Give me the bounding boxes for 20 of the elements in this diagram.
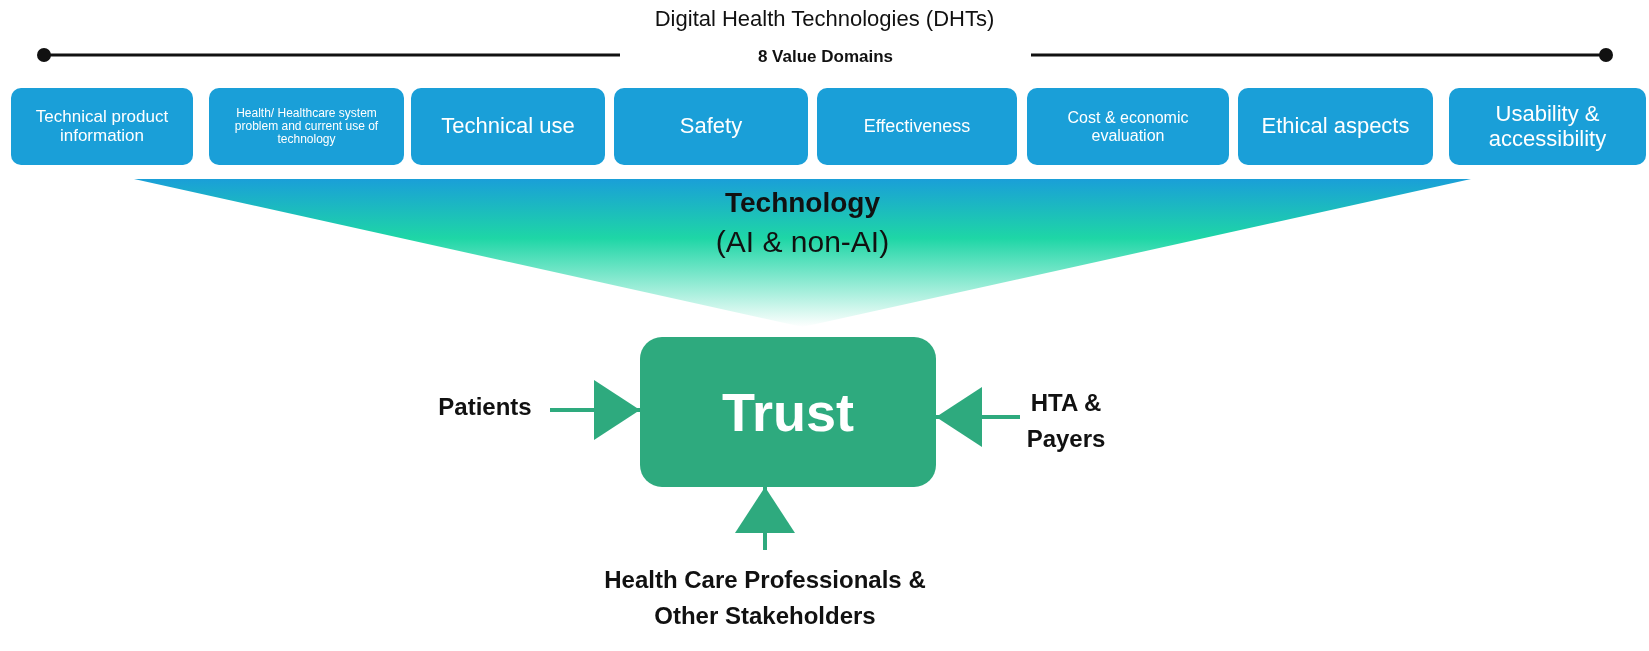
value-domain-box: Health/ Healthcare system problem and current use of technology [209,88,404,165]
trust-box: Trust [640,337,936,487]
value-domain-box: Safety [614,88,808,165]
diagram-title: Digital Health Technologies (DHTs) [653,6,996,32]
value-domain-box: Cost & economic evaluation [1027,88,1229,165]
stakeholder-label: Patients [420,385,550,429]
section-heading: 8 Value Domains [756,47,895,67]
band-heading: Technology [723,187,881,219]
stakeholder-label: HTA & Payers [1020,360,1112,482]
band-subtitle: (AI & non-AI) [714,225,891,259]
stakeholder-label: Health Care Professionals & Other Stakeholders [575,550,955,646]
funnel-band [134,179,1471,327]
value-domain-box: Usability & accessibility [1449,88,1646,165]
arrow [936,387,1020,447]
value-domain-box: Ethical aspects [1238,88,1433,165]
value-domain-box: Technical product information [11,88,193,165]
arrow [735,487,795,550]
arrow [550,380,640,440]
value-domain-box: Technical use [411,88,605,165]
value-domain-box: Effectiveness [817,88,1017,165]
